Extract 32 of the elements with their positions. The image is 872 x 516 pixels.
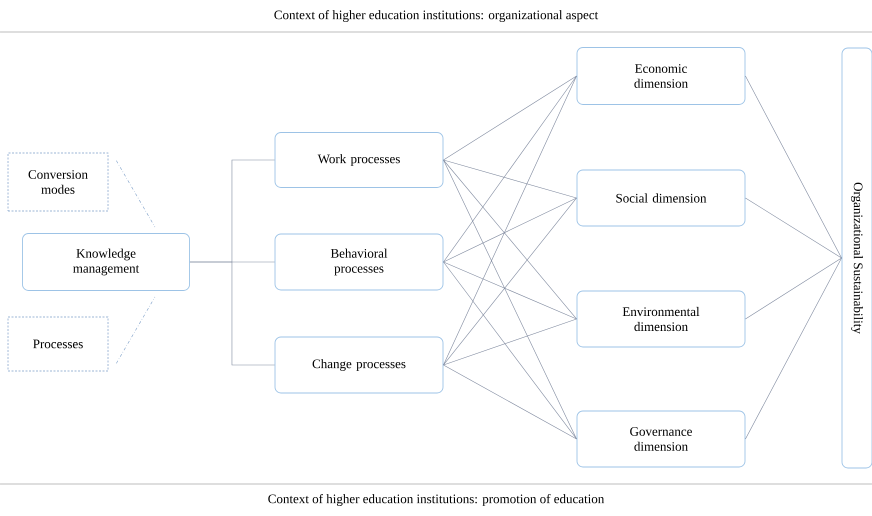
process-box: Knowledge management xyxy=(22,233,190,291)
process-box: Behavioral processes xyxy=(274,234,444,290)
connector-line xyxy=(443,160,577,198)
connector-line xyxy=(745,258,842,440)
dimension-box: Economic dimension xyxy=(576,47,746,105)
connector-line xyxy=(443,76,577,366)
connector-line xyxy=(443,262,577,320)
connector-line xyxy=(190,262,275,366)
connector-line xyxy=(443,318,577,366)
note-box: Conversion modes xyxy=(8,152,108,212)
connector-line xyxy=(443,262,577,440)
connector-line xyxy=(443,198,577,262)
connector-line xyxy=(116,296,156,364)
connector-line xyxy=(443,76,577,262)
context-heading: Context of higher education institutions: promotion of education xyxy=(268,494,604,506)
connector-line xyxy=(745,258,842,320)
connector-line xyxy=(443,160,577,440)
connector-line xyxy=(443,198,577,366)
process-box: Work processes xyxy=(274,132,444,188)
context-heading: Context of higher education institutions: organizational aspect xyxy=(274,10,598,22)
connector-line xyxy=(443,160,577,320)
connector-line xyxy=(745,198,842,258)
connector-line xyxy=(443,76,577,160)
process-box: Change processes xyxy=(274,336,444,394)
note-box: Processes xyxy=(8,316,108,372)
connector-line xyxy=(116,160,156,228)
outcome-box: Organizational Sustainability xyxy=(842,48,872,468)
dimension-box: Governance dimension xyxy=(576,410,746,468)
connector-line xyxy=(745,76,842,258)
dimension-box: Social dimension xyxy=(576,170,746,226)
connector-line xyxy=(443,364,577,440)
dimension-box: Environmental dimension xyxy=(576,290,746,348)
